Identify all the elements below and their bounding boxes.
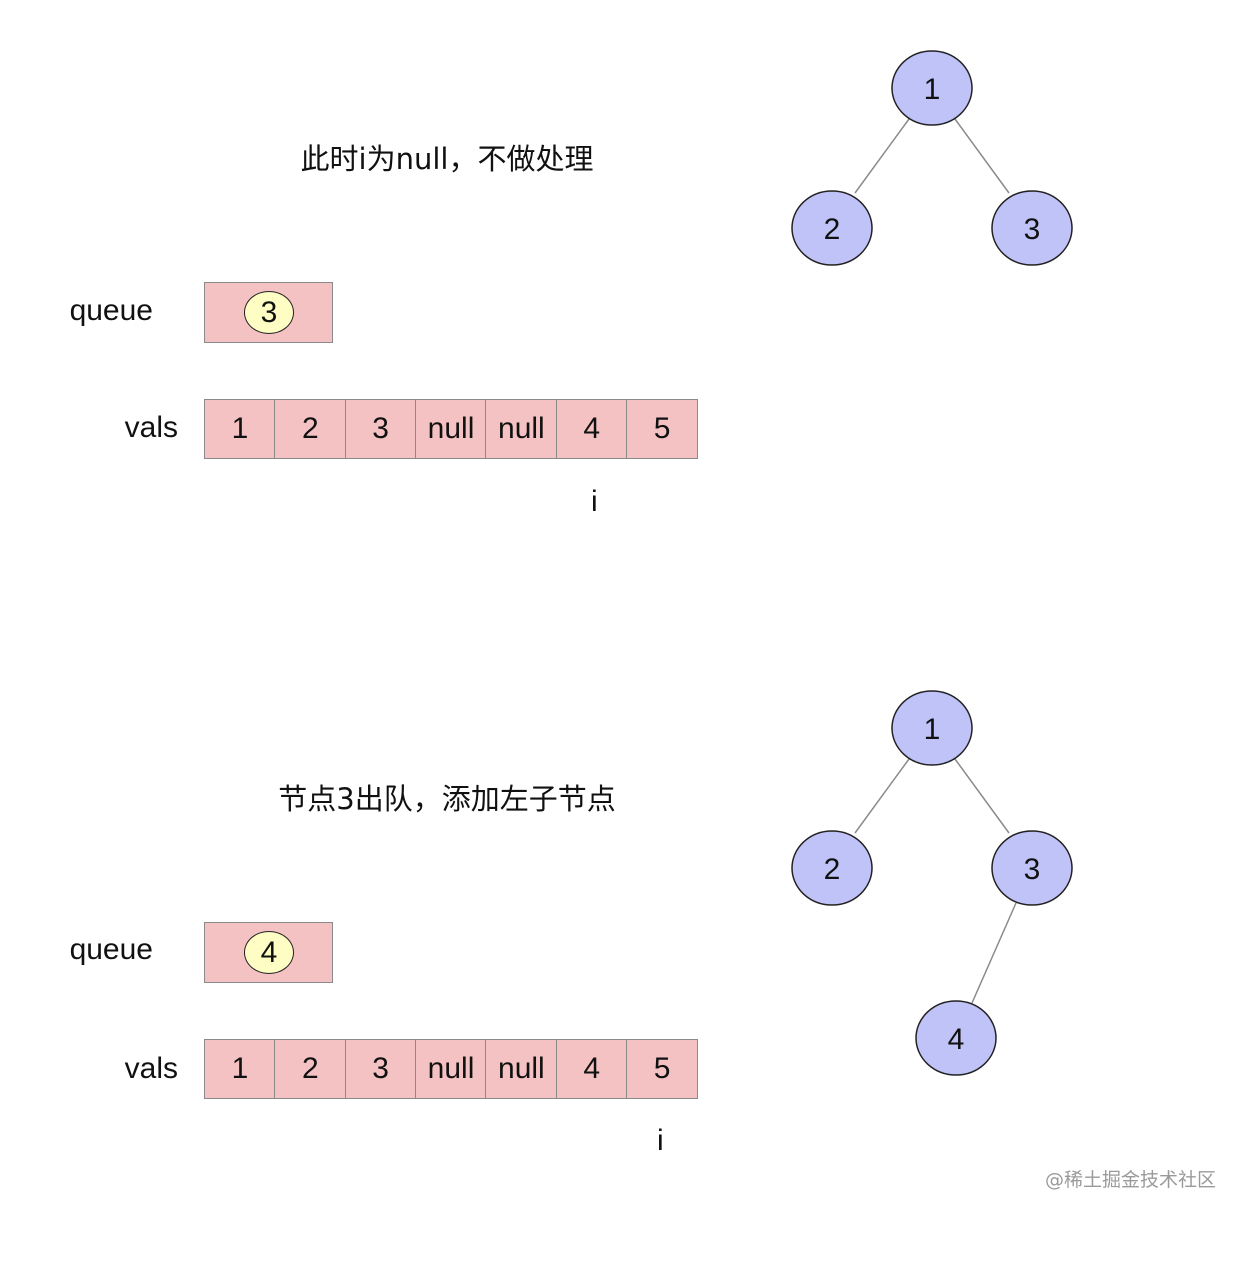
vals-cell: 5 (626, 1039, 699, 1099)
tree-node: 2 (791, 830, 873, 906)
watermark: @稀土掘金技术社区 (1044, 1169, 1216, 1191)
svg-text:2: 2 (824, 213, 841, 246)
svg-text:1: 1 (924, 713, 941, 746)
svg-text:4: 4 (948, 1023, 965, 1056)
vals-cell: 3 (344, 1039, 417, 1099)
tree-edge (954, 758, 1010, 834)
vals-cell: 1 (204, 1039, 276, 1099)
vals-cell: null (415, 399, 487, 459)
tree-edge (854, 758, 910, 834)
panel-step-2: 节点3出队，添加左子节点 queue 4 vals 1 2 3 null nul… (0, 640, 1246, 1280)
vals-cell: 1 (204, 399, 276, 459)
panel-step-1: 此时i为null，不做处理 queue 3 vals 1 2 3 null nu… (69, 50, 1073, 518)
vals-cell: null (485, 1039, 558, 1099)
queue-box: 3 (204, 282, 333, 343)
vals-array: 1 2 3 null null 4 5 (204, 1039, 699, 1099)
tree-edge (971, 902, 1017, 1004)
step-caption: 此时i为null，不做处理 (300, 142, 594, 176)
vals-array: 1 2 3 null null 4 5 (204, 399, 699, 459)
queue-node: 4 (244, 931, 294, 974)
queue-box: 4 (204, 922, 333, 983)
vals-label: vals (124, 411, 178, 444)
vals-cell: 5 (626, 399, 699, 459)
queue-node: 3 (244, 291, 294, 334)
index-pointer: i (591, 485, 598, 518)
vals-cell: null (485, 399, 558, 459)
tree-node: 1 (891, 50, 973, 126)
tree-edge (954, 118, 1010, 194)
tree-node: 2 (791, 190, 873, 266)
vals-cell: 2 (274, 399, 347, 459)
queue-label: queue (69, 294, 153, 327)
tree-node: 3 (991, 190, 1073, 266)
tree-node: 1 (891, 690, 973, 766)
tree-edge (854, 118, 910, 194)
vals-cell: 4 (555, 399, 628, 459)
step-caption: 节点3出队，添加左子节点 (278, 782, 616, 816)
vals-cell: 3 (344, 399, 417, 459)
svg-text:3: 3 (1024, 213, 1041, 246)
tree-node: 4 (915, 1000, 997, 1076)
queue-label: queue (69, 933, 153, 966)
vals-cell: 2 (274, 1039, 347, 1099)
binary-tree: 1 2 3 4 (791, 690, 1073, 1076)
vals-label: vals (124, 1052, 178, 1085)
svg-text:1: 1 (924, 73, 941, 106)
vals-cell: 4 (555, 1039, 628, 1099)
svg-text:3: 3 (1024, 853, 1041, 886)
vals-cell: null (415, 1039, 487, 1099)
index-pointer: i (657, 1124, 664, 1157)
svg-text:2: 2 (824, 853, 841, 886)
tree-node: 3 (991, 830, 1073, 906)
binary-tree: 1 2 3 (791, 50, 1073, 266)
